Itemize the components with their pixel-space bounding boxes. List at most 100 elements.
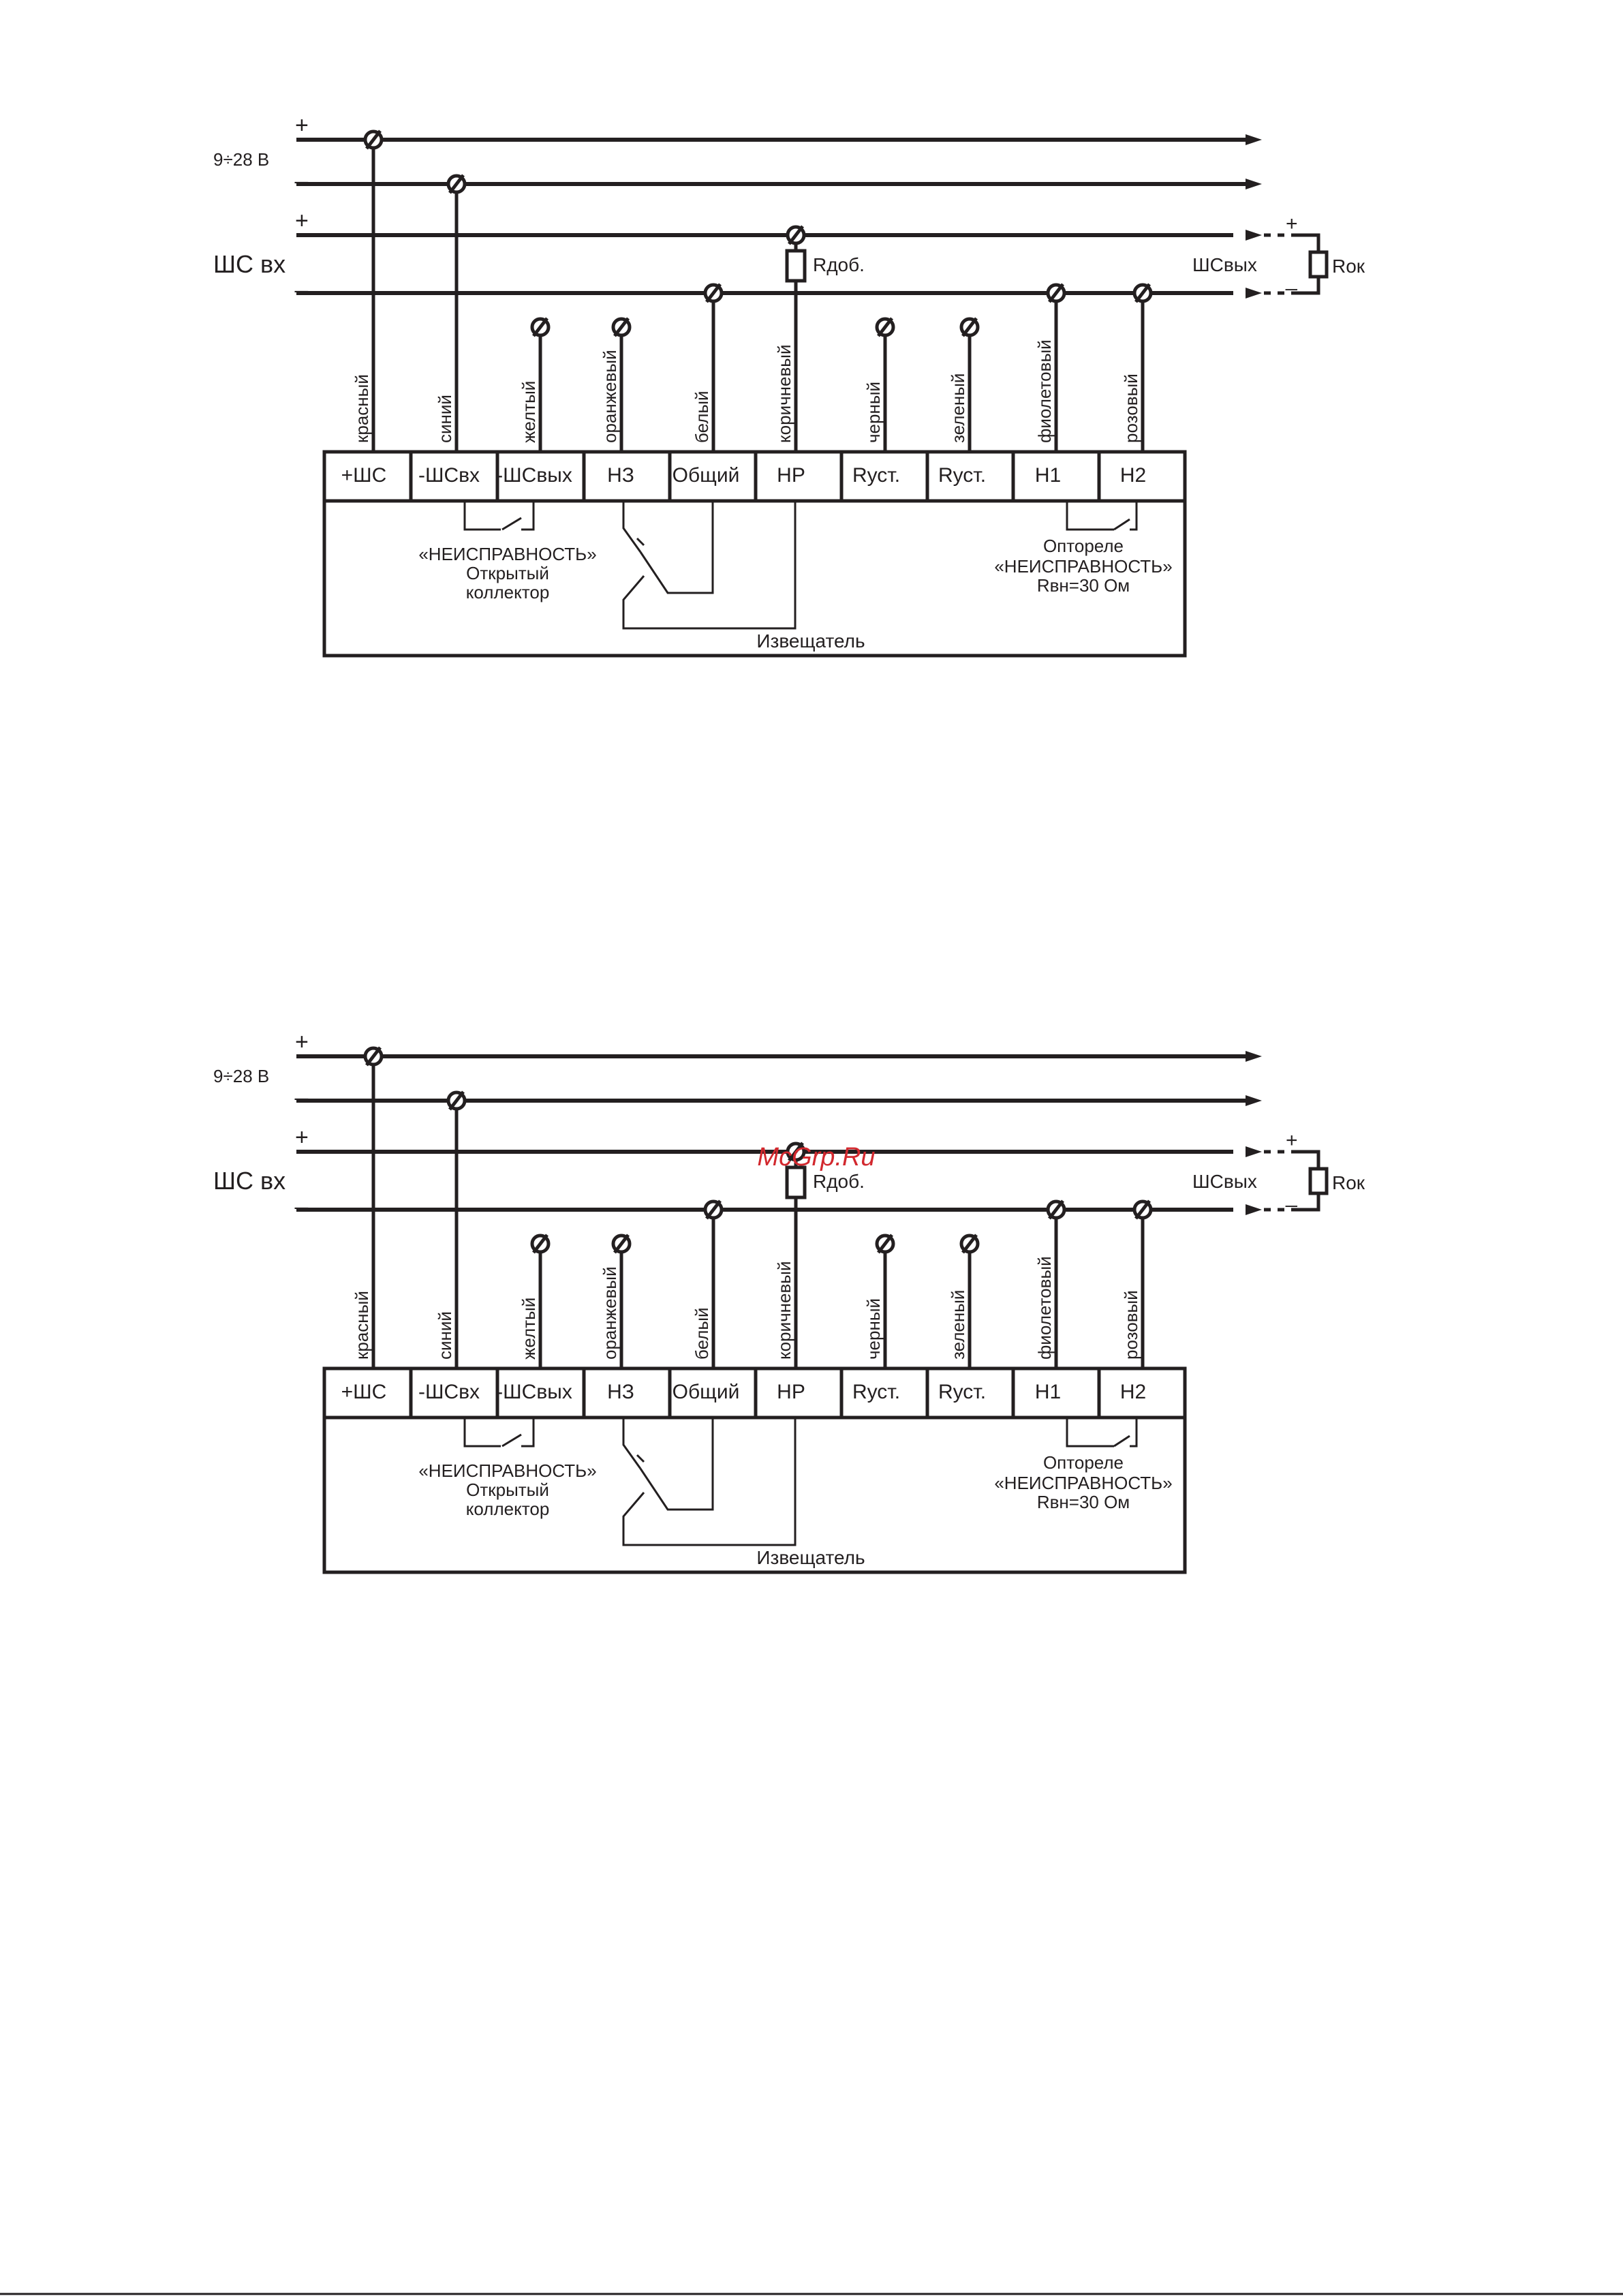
relay-no <box>622 1418 797 1546</box>
add-resistor <box>785 1165 807 1199</box>
wire-end-clamp <box>611 317 632 337</box>
wire-label: розовый <box>1121 373 1141 443</box>
loop-minus-arrow <box>1246 1204 1262 1215</box>
power-minus-sign: _ <box>294 1075 309 1101</box>
device-label: Извещатель <box>756 1547 865 1568</box>
loop-plus-sign: + <box>295 1124 309 1150</box>
relay-nc-upper <box>622 501 642 553</box>
power-minus-sign: _ <box>294 158 309 184</box>
out-minus-sign: _ <box>1285 269 1298 291</box>
power-plus-sign: + <box>295 112 309 138</box>
add-resistor <box>785 249 807 283</box>
power-plus-sign: + <box>295 1029 309 1055</box>
out-minus-sign: _ <box>1285 1185 1298 1208</box>
wire-label: черный <box>863 382 884 443</box>
wire-end-clamp-slash <box>877 317 893 337</box>
out-plus-sign: + <box>1286 1129 1298 1152</box>
relay-nc-upper <box>622 1418 642 1469</box>
wire-label: оранжевый <box>600 1266 620 1360</box>
opto-left <box>1066 1418 1114 1448</box>
wire-label: коричневый <box>774 1261 794 1360</box>
opto-label-1: Оптореле <box>1043 1452 1124 1473</box>
wire-end-clamp <box>875 317 895 337</box>
fault-switch-right <box>521 501 535 531</box>
bus-clamp-slash <box>448 1090 465 1111</box>
end-resistor-label: Rок <box>1332 256 1365 277</box>
power-plus-arrow <box>1246 1051 1262 1062</box>
loop-in-label: ШС вх <box>213 250 285 278</box>
wire-end-clamp-slash <box>613 1234 630 1254</box>
relay-nc-tick <box>636 537 645 547</box>
loop-in-label: ШС вх <box>213 1167 285 1195</box>
fault-label-2: Открытый <box>466 563 549 583</box>
fault-switch-blade <box>501 517 522 531</box>
wire-end-clamp-slash <box>961 317 978 337</box>
bus-clamp <box>786 1142 806 1162</box>
fault-switch-left <box>463 501 501 531</box>
opto-label-3: Rвн=30 Ом <box>1037 1492 1130 1512</box>
terminal-label: Н1 <box>1035 1381 1061 1403</box>
wire-end-clamp <box>530 317 551 337</box>
wire-label: красный <box>352 1291 372 1360</box>
power-minus-arrow <box>1246 1095 1262 1106</box>
wire-end-clamp <box>875 1234 895 1254</box>
loop-minus-sign: _ <box>294 267 309 293</box>
opto-label-1: Оптореле <box>1043 536 1124 556</box>
terminal-label: Н2 <box>1120 464 1146 487</box>
wire-end-clamp-slash <box>961 1234 978 1254</box>
bus-clamp <box>786 225 806 245</box>
wire-end-clamp <box>611 1234 632 1254</box>
wire-end-clamp <box>530 1234 551 1254</box>
opto-blade <box>1113 1435 1130 1448</box>
wire-label: белый <box>692 391 712 443</box>
terminal-label: Rуст. <box>938 464 986 487</box>
terminal-label: -ШСвх <box>418 464 480 487</box>
wire-end-clamp-slash <box>877 1234 893 1254</box>
bus-clamp-slash <box>705 1199 722 1220</box>
fault-switch-blade <box>501 1433 522 1448</box>
wire-label: зеленый <box>948 373 968 443</box>
bus-clamp-slash <box>365 129 382 150</box>
power-label: 9÷28 В <box>213 149 269 170</box>
wire-end-clamp-slash <box>613 317 630 337</box>
terminal-label: Н2 <box>1120 1381 1146 1403</box>
add-resistor-label: Rдоб. <box>813 254 865 275</box>
terminal-label: Общий <box>673 1381 740 1403</box>
loop-out-label: ШСвых <box>1192 1171 1257 1192</box>
relay-common <box>639 501 714 594</box>
terminal-label: Rуст. <box>852 464 900 487</box>
fault-switch-left <box>463 1418 501 1448</box>
wire-label: зеленый <box>948 1290 968 1360</box>
wire-label: красный <box>352 374 372 443</box>
add-resistor-label: Rдоб. <box>813 1171 865 1192</box>
loop-out-label: ШСвых <box>1192 254 1257 275</box>
wire-label: фиолетовый <box>1034 1256 1055 1360</box>
device-label: Извещатель <box>756 630 865 652</box>
wire-label: синий <box>435 395 455 443</box>
loop-plus-sign: + <box>295 208 309 234</box>
power-label: 9÷28 В <box>213 1066 269 1086</box>
relay-no <box>622 501 797 630</box>
wire-end-clamp <box>959 317 980 337</box>
out-plus-sign: + <box>1286 213 1298 235</box>
opto-blade <box>1113 518 1130 531</box>
terminal-label: НР <box>777 464 805 487</box>
end-resistor <box>1308 250 1329 279</box>
opto-label-2: «НЕИСПРАВНОСТЬ» <box>994 556 1172 577</box>
bus-clamp-slash <box>788 225 804 245</box>
fault-label-1: «НЕИСПРАВНОСТЬ» <box>418 544 596 564</box>
terminal-label: -ШСвых <box>496 464 572 487</box>
terminal-label: НР <box>777 1381 805 1403</box>
relay-nc-tick <box>636 1454 645 1463</box>
wire-label: розовый <box>1121 1290 1141 1360</box>
terminal-label: НЗ <box>607 464 634 487</box>
opto-label-2: «НЕИСПРАВНОСТЬ» <box>994 1473 1172 1493</box>
wire-end-clamp-slash <box>532 317 548 337</box>
terminal-label: НЗ <box>607 1381 634 1403</box>
end-resistor-label: Rок <box>1332 1172 1365 1193</box>
terminal-label: Rуст. <box>852 1381 900 1403</box>
bus-clamp <box>446 1090 467 1111</box>
